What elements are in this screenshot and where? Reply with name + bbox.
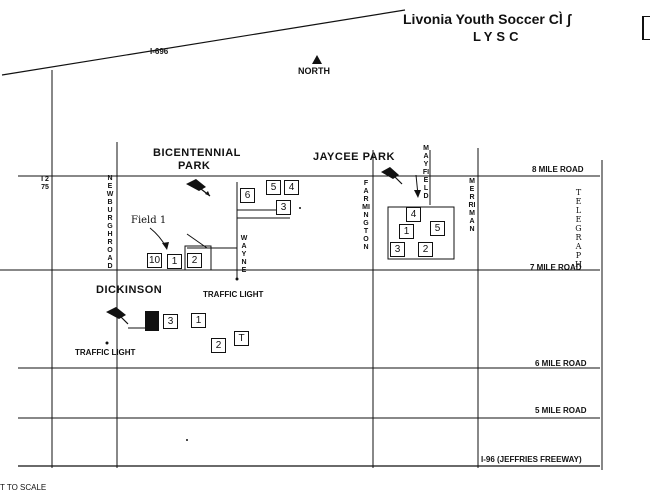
field-marker: 2 <box>187 253 202 268</box>
field-marker: 3 <box>163 314 178 329</box>
map-speck <box>299 207 301 209</box>
field-marker: 10 <box>147 253 162 268</box>
road-label-i696: I-696 <box>150 47 169 56</box>
road-label-6-mile: 6 MILE ROAD <box>535 359 587 368</box>
traffic-light-dot <box>105 341 109 345</box>
north-arrow-icon <box>312 55 322 64</box>
dickinson-arrow-icon <box>106 307 129 325</box>
bicentennial-field-outline <box>184 245 212 271</box>
road-label-farmington: FARMINGTON <box>362 180 370 251</box>
club-abbrev: LYSC <box>473 29 523 44</box>
field-marker: 2 <box>418 242 433 257</box>
mayfield-arrow-icon <box>414 174 421 198</box>
field-marker: 5 <box>430 221 445 236</box>
road-i696 <box>1 9 406 76</box>
dickinson-building <box>145 311 159 331</box>
park-label-bicentennial: BICENTENNIAL <box>153 147 241 159</box>
field-marker: 1 <box>191 313 206 328</box>
jaycee-arrow-icon <box>381 167 403 185</box>
road-label-i275: I 275 <box>41 176 49 191</box>
road-label-wayne: WAYNE <box>240 235 248 274</box>
road-label-merriman: MERRIMAN <box>468 178 476 233</box>
field1-pointer-icon <box>149 227 169 250</box>
traffic-light-label-wayne: TRAFFIC LIGHT <box>203 290 264 299</box>
field1-note: Field 1 <box>131 215 167 226</box>
field-marker: 4 <box>284 180 299 195</box>
field-marker: 1 <box>167 254 182 269</box>
not-to-scale-label: T TO SCALE <box>0 483 47 492</box>
club-title: Livonia Youth Soccer Cl̀ ʃ <box>403 11 572 27</box>
north-label: NORTH <box>298 66 330 76</box>
field-marker: 2 <box>211 338 226 353</box>
road-label-8-mile: 8 MILE ROAD <box>532 165 584 174</box>
road-label-7-mile: 7 MILE ROAD <box>530 263 582 272</box>
road-label-i96: I-96 (JEFFRIES FREEWAY) <box>481 455 582 464</box>
page-edge-bracket <box>642 16 650 40</box>
road-label-telegraph: TELEGRAPH <box>575 188 582 269</box>
map-speck <box>186 439 188 441</box>
jaycee-park-boundary <box>387 206 455 260</box>
park-label-jaycee: JAYCEE PARK <box>313 151 395 163</box>
traffic-light-dot <box>235 277 239 281</box>
field-marker: 4 <box>406 207 421 222</box>
road-label-5-mile: 5 MILE ROAD <box>535 406 587 415</box>
field-marker: 3 <box>276 200 291 215</box>
road-label-newburgh: NEWBURGH ROAD <box>106 175 114 270</box>
field-marker: T <box>234 331 249 346</box>
field-marker: 5 <box>266 180 281 195</box>
traffic-light-label-dickinson: TRAFFIC LIGHT <box>75 348 136 357</box>
road-label-mayfield: MAYFIELD <box>422 145 430 200</box>
field-marker: 6 <box>240 188 255 203</box>
field-marker: 3 <box>390 242 405 257</box>
park-label-dickinson: DICKINSON <box>96 284 163 296</box>
park-label-bicentennial-2: PARK <box>178 160 211 172</box>
bicentennial-arrow-icon <box>186 179 211 197</box>
field-marker: 1 <box>399 224 414 239</box>
